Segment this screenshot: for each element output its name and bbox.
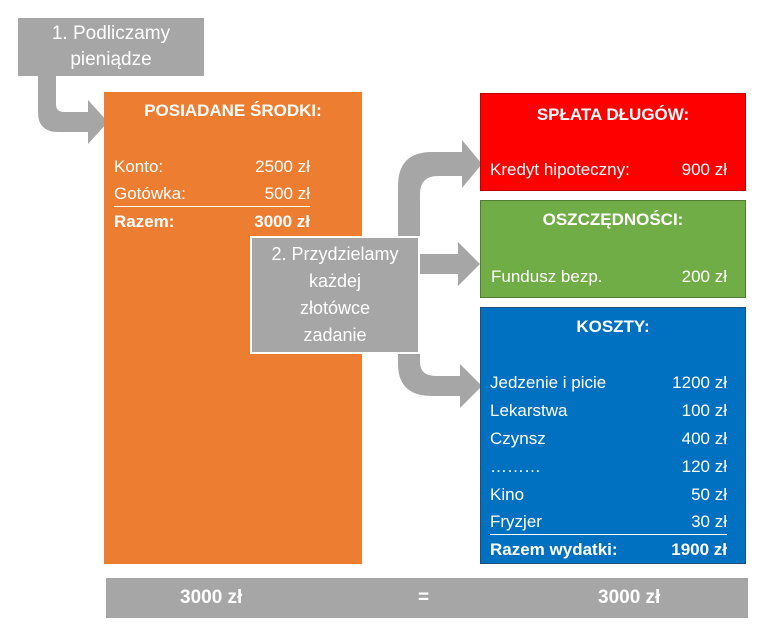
costs-box: KOSZTY: Jedzenie i picie 1200 zł Lekarst… — [480, 307, 746, 564]
debts-row-label: Kredyt hipoteczny: — [490, 160, 630, 179]
debts-row-amount: 900 zł — [681, 160, 727, 179]
costs-row-amount: 30 zł — [691, 512, 727, 531]
assets-row-amount: 2500 zł — [255, 157, 310, 176]
costs-row-label: Lekarstwa — [490, 401, 568, 420]
costs-row-label: Fryzjer — [490, 512, 542, 531]
arrow-to-debts — [398, 140, 482, 236]
debts-box: SPŁATA DŁUGÓW: Kredyt hipoteczny: 900 zł — [480, 93, 746, 191]
costs-total: Razem wydatki: 1900 zł — [490, 540, 727, 562]
costs-row: Kino 50 zł — [490, 485, 727, 507]
step2-line3: złotówce — [299, 298, 371, 318]
costs-row: Fryzjer 30 zł — [490, 512, 727, 535]
arrow-to-costs — [398, 354, 482, 408]
savings-row-amount: 200 zł — [681, 267, 727, 286]
arrow-to-savings — [418, 242, 480, 286]
costs-row-label: Jedzenie i picie — [490, 373, 607, 392]
costs-row: Jedzenie i picie 1200 zł — [490, 373, 727, 395]
costs-row-label: Kino — [490, 485, 525, 504]
costs-row: ……… 120 zł — [490, 457, 727, 479]
costs-total-amount: 1900 zł — [671, 540, 727, 559]
costs-row-amount: 120 zł — [681, 457, 727, 476]
summary-left: 3000 zł — [180, 587, 243, 608]
assets-row-amount: 500 zł — [264, 184, 310, 203]
savings-row: Fundusz bezp. 200 zł — [491, 267, 727, 289]
costs-row-amount: 100 zł — [681, 401, 727, 420]
summary-equals: = — [418, 587, 430, 608]
step2-box: 2. Przydzielamy każdej złotówce zadanie — [250, 236, 420, 354]
costs-row-amount: 400 zł — [681, 429, 727, 448]
costs-row: Lekarstwa 100 zł — [490, 401, 727, 423]
costs-total-label: Razem wydatki: — [490, 540, 618, 559]
assets-row-gotowka: Gotówka: 500 zł — [114, 184, 310, 207]
costs-row-amount: 50 zł — [691, 485, 727, 504]
costs-row: Czynsz 400 zł — [490, 429, 727, 451]
costs-row-label: Czynsz — [490, 429, 546, 448]
debts-title: SPŁATA DŁUGÓW: — [536, 105, 690, 124]
arrow-step1-to-assets — [38, 76, 108, 144]
summary-right: 3000 zł — [598, 587, 661, 608]
costs-title: KOSZTY: — [576, 317, 650, 336]
assets-title: POSIADANE ŚRODKI: — [144, 101, 322, 120]
debts-row: Kredyt hipoteczny: 900 zł — [490, 160, 727, 182]
assets-total: Razem: 3000 zł — [114, 212, 310, 234]
savings-row-label: Fundusz bezp. — [491, 267, 603, 286]
step1-line1: 1. Podliczamy — [51, 23, 171, 44]
assets-row-konto: Konto: 2500 zł — [114, 157, 310, 179]
step1-line2: pieniądze — [70, 49, 152, 70]
step2-line4: zadanie — [303, 325, 367, 345]
assets-row-label: Konto: — [114, 157, 164, 176]
assets-row-label: Gotówka: — [114, 184, 186, 203]
step2-line1: 2. Przydzielamy — [271, 244, 399, 264]
assets-total-label: Razem: — [114, 212, 175, 231]
assets-total-amount: 3000 zł — [254, 212, 310, 231]
summary-bar: 3000 zł = 3000 zł — [106, 578, 748, 618]
costs-row-amount: 1200 zł — [672, 373, 727, 392]
savings-title: OSZCZĘDNOŚCI: — [542, 210, 684, 229]
costs-row-label: ……… — [490, 457, 541, 476]
step1-box: 1. Podliczamy pieniądze — [18, 18, 204, 76]
assets-box: POSIADANE ŚRODKI: Konto: 2500 zł Gotówka… — [104, 92, 362, 564]
savings-box: OSZCZĘDNOŚCI: Fundusz bezp. 200 zł — [480, 200, 746, 298]
step2-line2: każdej — [308, 271, 362, 291]
